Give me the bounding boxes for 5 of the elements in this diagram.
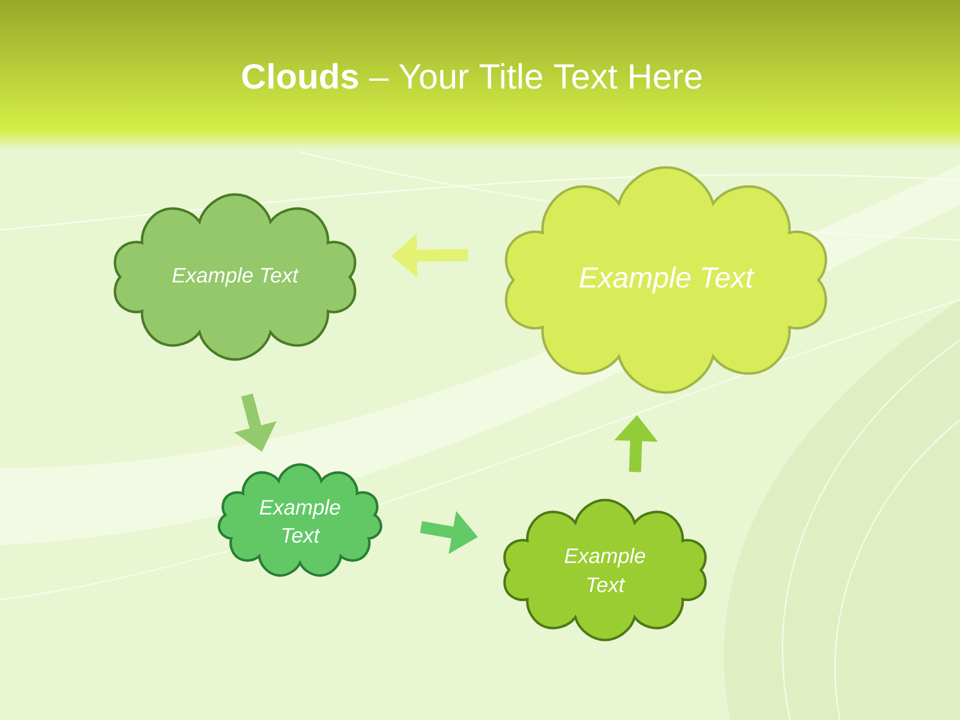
cloud: Example Text xyxy=(503,498,707,642)
cloud: Example Text xyxy=(504,166,828,394)
cloud: Example Text xyxy=(114,193,356,361)
slide-title: Clouds – Your Title Text Here xyxy=(242,63,702,89)
cloud: Example Text xyxy=(218,463,382,577)
